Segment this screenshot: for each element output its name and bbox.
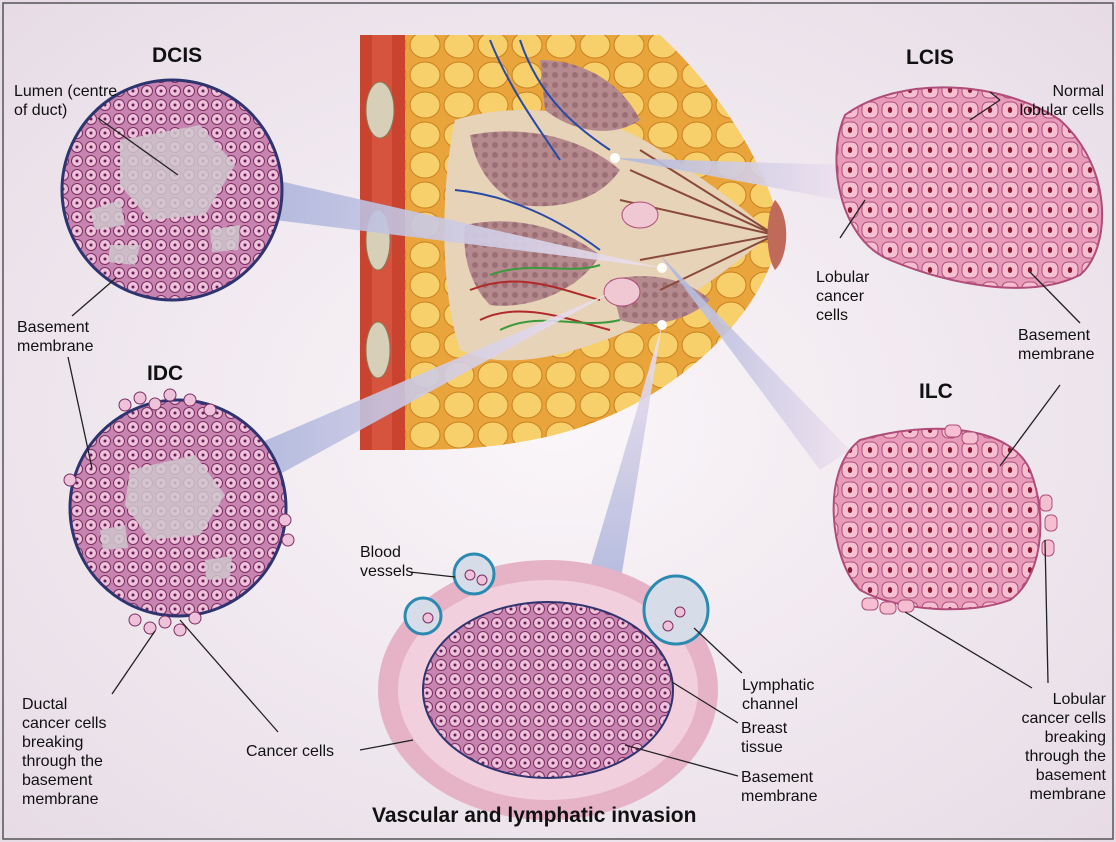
vascular-invasion-section [388,554,708,810]
point-lcis [610,153,620,163]
label-cancer-cells-idc: Cancer cells [246,742,334,761]
label-basement-lcis: Basement membrane [1018,326,1094,364]
label-blood-vessels: Blood vessels [360,543,413,581]
caption: Vascular and lymphatic invasion [372,804,696,828]
label-lobular-cancer: Lobular cancer cells [816,268,869,325]
title-ilc: ILC [919,380,953,404]
label-normal-lobular: Normal lobular cells [978,82,1104,120]
title-idc: IDC [147,362,183,386]
label-lobular-breaking: Lobular cancer cells breaking through th… [960,690,1106,804]
label-lymphatic-channel: Lymphatic channel [742,676,814,714]
title-lcis: LCIS [906,46,954,70]
point-vascular [657,320,667,330]
title-dcis: DCIS [152,44,202,68]
label-ductal-breaking: Ductal cancer cells breaking through the… [22,695,106,809]
label-breast-tissue: Breast tissue [741,719,787,757]
label-lumen: Lumen (centre of duct) [14,82,117,120]
label-basement-vasc: Basement membrane [741,768,817,806]
label-basement-dcis: Basement membrane [17,318,93,356]
point-dcis [657,263,667,273]
